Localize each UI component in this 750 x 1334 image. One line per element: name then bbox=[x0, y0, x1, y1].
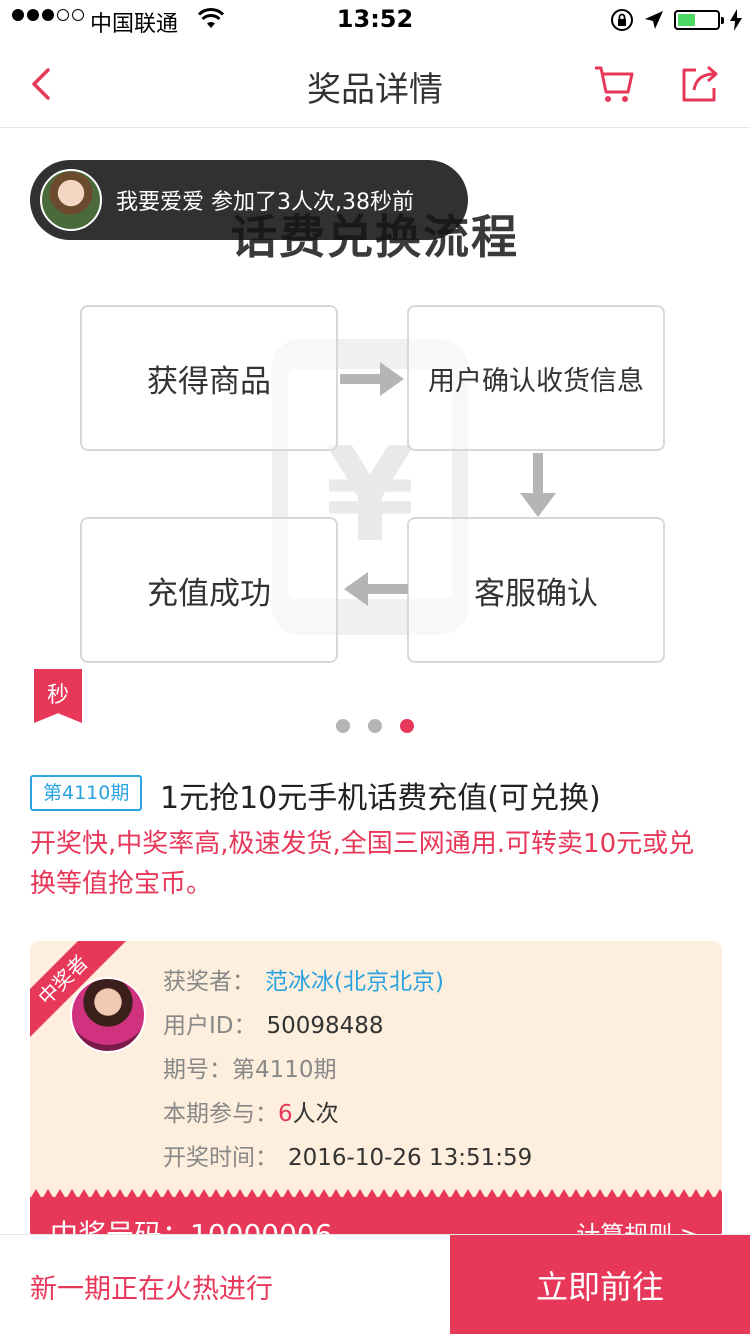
participation-toast: 我要爱爱 参加了3人次,38秒前 bbox=[30, 160, 468, 240]
participation-count: 6 bbox=[278, 1101, 293, 1127]
new-period-text: 新一期正在火热进行 bbox=[30, 1274, 273, 1305]
wifi-icon bbox=[198, 8, 224, 28]
participation-unit: 人次 bbox=[292, 1101, 339, 1127]
status-bar: 中国联通 13:52 bbox=[0, 0, 750, 40]
navigation-bar: 奖品详情 bbox=[0, 40, 750, 128]
cart-icon[interactable] bbox=[592, 62, 636, 106]
location-arrow-icon bbox=[645, 11, 663, 29]
user-id-value: 50098488 bbox=[266, 1013, 384, 1039]
arrow-left-icon bbox=[344, 572, 408, 606]
go-now-button[interactable]: 立即前往 bbox=[450, 1235, 750, 1334]
charging-bolt-icon bbox=[730, 9, 742, 31]
bottom-bar: 新一期正在火热进行 立即前往 bbox=[0, 1234, 750, 1334]
flow-step-2: 用户确认收货信息 bbox=[407, 305, 665, 451]
arrow-right-icon bbox=[340, 362, 404, 396]
carousel-dot-1[interactable] bbox=[336, 719, 350, 733]
flow-step-1: 获得商品 bbox=[80, 305, 338, 451]
carousel-dot-3[interactable] bbox=[400, 719, 414, 733]
product-title: 1元抢10元手机话费充值(可兑换) bbox=[160, 781, 601, 816]
signal-strength-icon bbox=[12, 9, 84, 21]
back-icon[interactable] bbox=[24, 64, 64, 104]
participation-row: 本期参与：6人次 bbox=[163, 1093, 532, 1137]
flash-sale-badge: 秒 bbox=[34, 669, 82, 723]
period-label: 期号： bbox=[163, 1057, 232, 1083]
draw-time-label: 开奖时间： bbox=[163, 1145, 278, 1171]
winner-name-row: 获奖者： 范冰冰(北京北京) bbox=[163, 961, 532, 1005]
share-icon[interactable] bbox=[678, 62, 722, 106]
product-description: 开奖快,中奖率高,极速发货,全国三网通用.可转卖10元或兑换等值抢宝币。 bbox=[30, 829, 695, 899]
carousel-dot-2[interactable] bbox=[368, 719, 382, 733]
carousel-indicator[interactable] bbox=[0, 719, 750, 733]
user-id-label: 用户ID： bbox=[163, 1013, 257, 1039]
draw-time-row: 开奖时间： 2016-10-26 13:51:59 bbox=[163, 1137, 532, 1181]
flow-step-4: 充值成功 bbox=[80, 517, 338, 663]
avatar bbox=[40, 169, 102, 231]
winner-label: 获奖者： bbox=[163, 969, 255, 995]
period-value: 第4110期 bbox=[232, 1057, 337, 1083]
winning-code-bar bbox=[30, 1197, 722, 1241]
draw-time-value: 2016-10-26 13:51:59 bbox=[288, 1145, 533, 1171]
flow-step-3: 客服确认 bbox=[407, 517, 665, 663]
participation-label: 本期参与： bbox=[163, 1101, 278, 1127]
zigzag-edge bbox=[30, 1189, 722, 1199]
page-title: 奖品详情 bbox=[307, 70, 443, 110]
winner-name-link[interactable]: 范冰冰(北京北京) bbox=[265, 969, 444, 995]
arrow-down-icon bbox=[520, 453, 556, 517]
period-row: 期号：第4110期 bbox=[163, 1049, 532, 1093]
carrier-name: 中国联通 bbox=[90, 12, 179, 37]
winner-avatar[interactable] bbox=[70, 977, 146, 1053]
user-id-row: 用户ID： 50098488 bbox=[163, 1005, 532, 1049]
orientation-lock-icon bbox=[611, 9, 633, 31]
period-tag: 第4110期 bbox=[30, 775, 143, 811]
status-time: 13:52 bbox=[336, 5, 414, 33]
winner-card: 中奖者 获奖者：范冰冰(北京北京) 用户ID：50098488 期号：第4110… bbox=[30, 941, 722, 1241]
toast-text: 我要爱爱 参加了3人次,38秒前 bbox=[116, 190, 414, 215]
battery-icon bbox=[674, 10, 724, 30]
